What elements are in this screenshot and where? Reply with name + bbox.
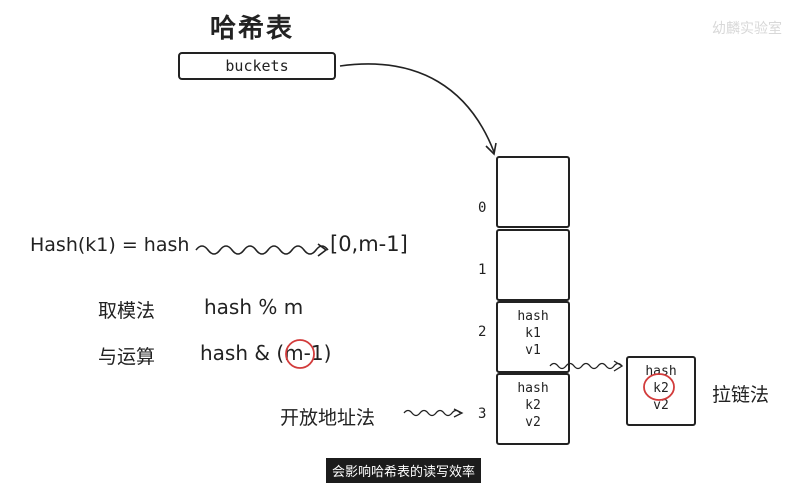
bucket-3: hash k2 v2 [496,373,570,445]
bucket-index-2: 2 [478,324,487,340]
open-addressing-label: 开放地址法 [280,407,376,429]
bucket-0 [496,156,570,228]
bucket-2-key: k1 [525,326,541,341]
bucket-2: hash k1 v1 [496,301,570,373]
bucket-3-key: k2 [525,398,541,413]
bucket-index-0: 0 [478,200,487,216]
and-method-label: 与运算 [98,346,156,368]
and-method-expr-prefix: hash & [200,341,277,365]
open-addressing-arrowhead [453,408,464,418]
buckets-field: buckets [178,52,336,80]
and-method-expr-m: m [284,341,304,365]
mod-method-label: 取模法 [98,300,156,322]
bucket-2-hash: hash [517,309,549,324]
index-range: [0,m-1] [330,232,408,256]
chain-node-key: k2 [653,381,669,396]
chain-wavy-arrow [549,362,623,370]
subtitle-caption: 会影响哈希表的读写效率 [326,458,482,483]
chain-node-value: v2 [653,398,669,413]
bucket-3-hash: hash [517,381,549,396]
and-method-expr-paren: ( [276,341,285,365]
mod-method-expression: hash % m [204,295,304,319]
bucket-index-1: 1 [478,262,487,278]
hash-formula: Hash(k1) = hash [30,234,190,256]
page-title: 哈希表 [210,14,295,44]
chain-arrowhead [613,360,624,372]
buckets-pointer-arrowhead [485,142,497,156]
chaining-label: 拉链法 [712,384,770,406]
buckets-pointer-arrow [339,63,495,153]
and-method-expression: hash & (m-1) [200,341,331,365]
formula-wavy-arrow [195,245,329,255]
and-method-expr-suffix: -1) [303,341,332,365]
bucket-2-value: v1 [525,343,541,358]
bucket-1 [496,229,570,301]
k2-highlight-circle [643,373,675,401]
formula-wavy-arrowhead [317,243,328,257]
m-highlight-circle [285,339,315,369]
watermark: 幼麟实验室 [712,21,782,37]
bucket-3-value: v2 [525,415,541,430]
bucket-index-3: 3 [478,406,487,422]
open-addressing-wavy-arrow [403,409,461,417]
